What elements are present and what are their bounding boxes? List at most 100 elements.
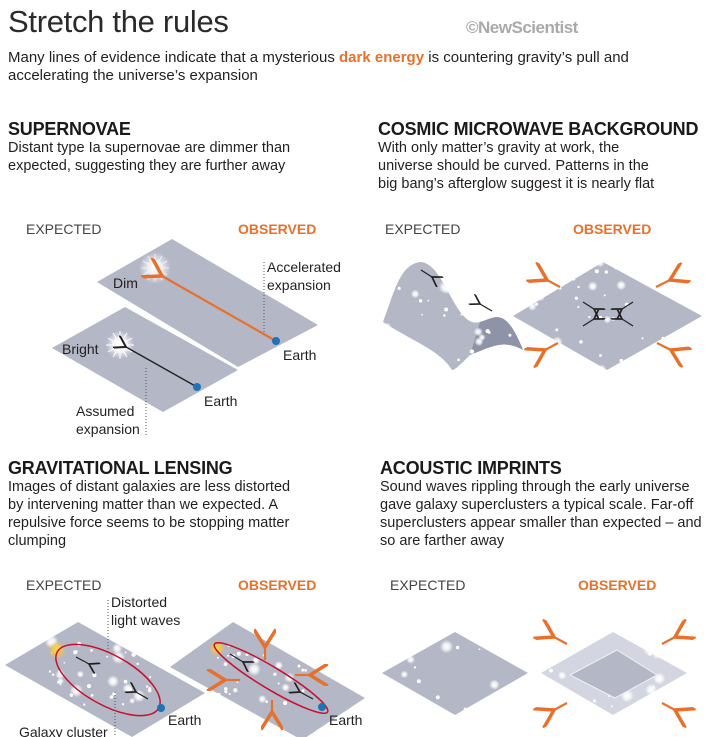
observed-label: OBSERVED [578,577,657,593]
star-dot [421,313,424,316]
expansion-arrows [554,637,675,710]
expected-label: EXPECTED [26,221,102,237]
star-dot [641,337,644,340]
distorted-light-label: light waves [111,612,180,628]
star-dot [588,315,591,319]
star-dot [224,690,228,694]
star-dot [413,349,418,354]
acoustic-description: Sound waves rippling through the early u… [380,479,702,549]
curved-universe-surface [383,262,523,370]
star-dot [625,635,629,640]
star-dot [384,680,388,685]
star-dot [152,641,166,655]
star-dot [69,693,74,697]
star-dot [541,684,546,693]
star-dot [141,645,144,648]
star-dot [392,682,398,687]
star-dot [520,632,526,635]
star-dot [55,669,66,680]
cmb-description: With only matter’s gravity at work, the … [378,140,655,192]
intro-text-start: Many lines of evidence indicate that a m… [8,49,340,66]
star-dot [519,703,523,707]
page-title: Stretch the rules [8,4,229,39]
star-dot [460,313,463,316]
star-dot [416,700,423,707]
star-dot [682,271,686,275]
star-dot [306,661,309,664]
star-dot [258,694,267,704]
star-dot [528,294,531,296]
expected-label: EXPECTED [26,577,102,593]
star-dot [405,262,408,264]
star-dot [469,349,475,354]
star-dot [388,703,393,708]
star-dot [489,679,500,691]
star-dot [597,364,607,370]
star-dot [443,314,446,317]
star-dot [536,336,540,341]
star-dot [106,675,120,688]
star-dot [625,264,635,274]
star-dot [564,632,572,640]
star-dot [236,651,241,656]
star-dot [549,668,553,673]
star-dot [109,695,114,699]
star-dot [696,321,699,323]
star-dot [652,705,660,714]
star-dot [420,712,424,715]
star-dot [282,700,288,706]
assumed-light-path [126,347,198,388]
star-dot [652,685,656,688]
star-dot [555,328,559,332]
distant-galaxy-icon [48,641,66,659]
star-dot [442,280,456,295]
star-dot [289,651,293,655]
star-dot [508,333,512,337]
star-dot [396,707,398,710]
star-dot [513,639,518,644]
star-dot [549,338,554,343]
star-dot [640,279,643,282]
star-dot [668,262,681,272]
star-dot [83,703,86,706]
star-dot [610,705,613,708]
star-dot [483,272,491,281]
assumed-expansion-label: Assumed [76,403,134,419]
star-dot [398,357,402,361]
star-dot [661,336,665,341]
star-dot [574,296,579,300]
star-dot [587,281,598,292]
cmb-heading: COSMIC MICROWAVE BACKGROUND [378,119,699,139]
star-dot [523,341,526,343]
star-dot [50,693,54,697]
star-dot [383,322,392,332]
star-dot [568,363,572,366]
assumed-expansion-label: expansion [76,421,140,437]
star-dot [442,267,450,276]
star-dot [574,363,584,370]
accelerated-expansion-label: expansion [267,277,331,293]
star-dot [92,672,97,678]
star-dot [224,687,228,691]
star-dot [277,682,280,685]
new-scientist-logo: ©NewScientist [466,18,578,37]
star-dot [395,703,398,706]
star-dot [403,344,406,347]
star-dot [397,286,401,290]
star-dot [678,678,682,682]
star-dot [444,307,449,312]
star-dot [683,669,686,672]
star-dot [406,655,416,664]
star-dot [416,679,421,684]
star-dot [134,645,142,654]
galaxy-cluster-label: Galaxy cluster [19,724,108,737]
star-dot [150,654,155,658]
star-dot [599,354,602,357]
star-dot [216,656,219,659]
star-dot [603,294,606,297]
star-dot [87,684,92,689]
star-dot [457,358,460,362]
star-dot [400,692,405,697]
star-dot [48,670,52,673]
star-dot [132,644,137,648]
